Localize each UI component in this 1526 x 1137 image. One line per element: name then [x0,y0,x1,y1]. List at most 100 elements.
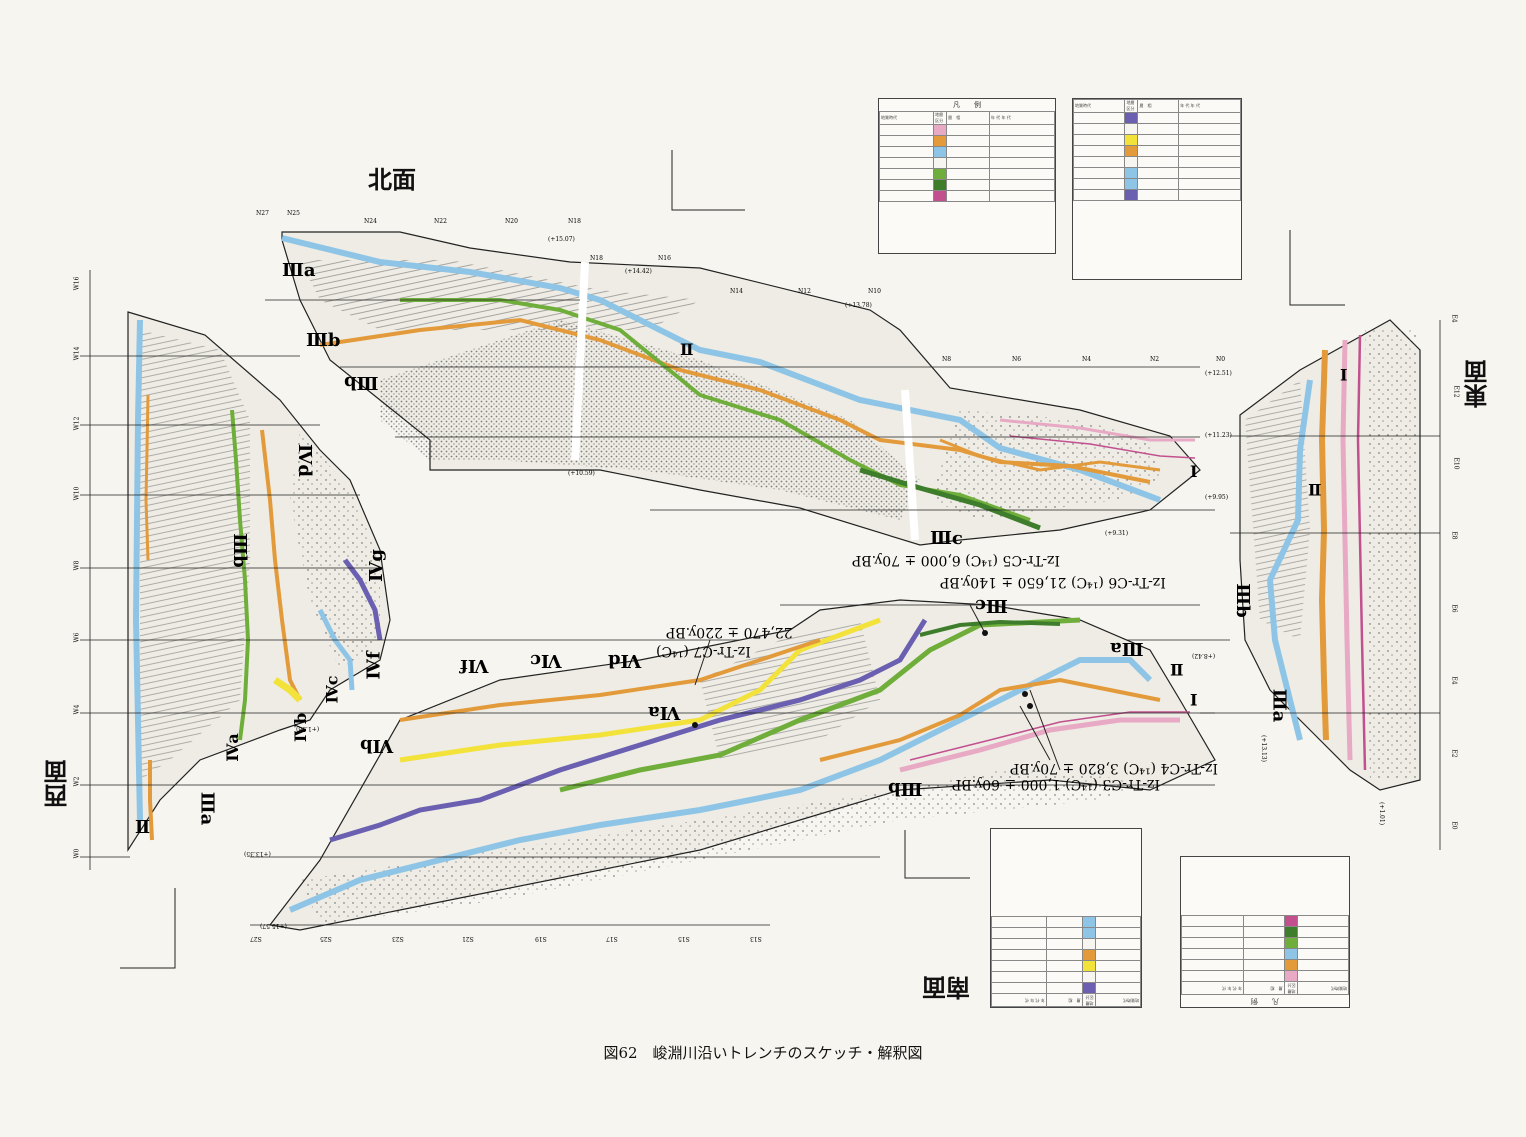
unit-label: Ⅲa [282,260,316,281]
sample-point [982,630,988,636]
grid-label: S15 [678,935,690,942]
grid-label: E8 [1450,531,1458,540]
grid-label: S23 [392,935,404,942]
east-magenta-band [1356,334,1367,771]
legend-swatch [1124,123,1139,135]
unit-label: Ⅲb [888,778,923,799]
grid-label: W12 [73,416,81,431]
grid-label: N24 [364,218,377,225]
legend-swatch [1124,112,1139,124]
date-label-c6: Iz-Tr-C6 (¹⁴C) 21,650 ± 140y.BP [940,574,1166,590]
grid-label: W0 [73,848,81,859]
legend-table-left: 凡 例 地質時代 地層区分 層 相 年 代 年 代 [878,98,1056,254]
grid-label: W14 [73,346,81,361]
date-label-c7b: 22,470 ± 220y.BP [666,624,793,640]
west-face-label: 西面 [43,760,72,808]
legend-header: 層 相 [1243,981,1285,995]
legend-swatch [1284,970,1298,982]
legend-header: 地層区分 [1124,99,1139,113]
unit-label: Ⅳf [363,651,385,680]
grid-label: E12 [1452,385,1460,398]
grid-label: E0 [1450,821,1458,830]
grid-label: W8 [73,560,81,571]
legend-header: 層 相 [1137,99,1180,113]
legend-header: 年 代 年 代 [1181,981,1244,995]
east-orange-band [1318,349,1329,741]
legend-swatch [1082,982,1096,994]
elev-label: (+11.23) [1205,432,1232,439]
elev-label: (+1.01) [1378,801,1386,826]
south-lightblue-band [288,657,1153,913]
date-label-c4: Iz-Tr-C4 (¹⁴C) 3,820 ± 70y.BP [1010,760,1219,776]
legend-swatch [1082,949,1096,961]
unit-label: Ⅵa [648,702,681,723]
west-lightblue-band [132,319,143,821]
legend-swatch [933,168,948,180]
legend-header: 層 相 [946,111,990,125]
legend-grid: 地質時代 地層区分 層 相 年 代 年 代 [1072,99,1241,201]
east-hatch-zone [1245,380,1310,640]
west-green-band [230,409,251,741]
grid-label: S19 [535,935,547,942]
north-orange-band-2 [939,438,1161,472]
unit-label: Ⅲa [1110,638,1144,659]
north-gap-strip-2 [901,389,919,541]
grid-label: W2 [73,776,81,787]
legend-swatch [1284,948,1298,960]
unit-label: Ⅱ [1170,660,1184,679]
unit-label: Ⅵd [608,650,642,671]
west-orange-band [144,394,150,561]
elev-label: (+13.35) [244,850,271,857]
legend-swatch [1284,915,1298,927]
north-lightblue-band [281,235,1162,503]
west-orange-band-low [148,760,154,841]
legend-swatch [1082,927,1096,939]
north-hatch-zone [300,260,700,330]
unit-label: Ⅲa [196,791,218,826]
legend-swatch [933,157,948,169]
west-purple-band [343,558,383,641]
grid-label: N8 [942,356,952,363]
sample-point [1027,703,1033,709]
unit-label: Ⅳg [366,548,388,583]
legend-swatch [933,124,948,136]
elev-label: (+1.58) [296,725,320,732]
elev-label: (+9.95) [1205,494,1229,501]
unit-label: Ⅲb [228,533,250,568]
sample-point [1022,691,1028,697]
legend-header: 地層区分 [933,111,948,125]
legend-swatch [933,135,948,147]
legend-swatch [1284,926,1298,938]
grid-label: N2 [1150,356,1160,363]
west-dotted-zone [290,430,380,670]
legend-swatch [1124,134,1139,146]
date-label-c7a: Iz-Tr-C7 (¹⁴C) [656,643,751,659]
grid-label: N25 [287,210,300,217]
unit-label: Ⅱ [135,815,151,836]
grid-label: E4 [1450,314,1458,323]
grid-label: N6 [1012,356,1022,363]
grid-label: E4 [1450,676,1458,685]
north-wall-section [265,231,1215,546]
legend-header: 地質時代 [878,111,935,125]
unit-label: Ⅲc [975,595,1008,616]
south-purple-band [329,618,928,843]
legend-header: 年 代 年 代 [991,993,1047,1007]
sample-leaders [694,604,1061,771]
unit-label: Ⅱ [680,340,694,359]
unit-label: Ⅵf [460,655,489,676]
legend-swatch [1284,959,1298,971]
east-lightblue-band [1266,379,1313,741]
unit-label: Ⅰ [1190,690,1198,709]
south-orange-band [399,638,821,722]
grid-label: S13 [750,935,762,942]
west-orange-band-2 [260,429,302,701]
grid-label: S27 [250,935,262,942]
legend-table-lower-right: 凡 例 地質時代 地層区分 層 相 年 代 年 代 [1180,856,1350,1008]
grid-label: N18 [568,218,581,225]
east-pink-band [1340,339,1353,761]
legend-grid: 地質時代 地層区分 層 相 年 代 年 代 [1181,915,1349,995]
west-lightblue-band-2 [317,608,355,691]
